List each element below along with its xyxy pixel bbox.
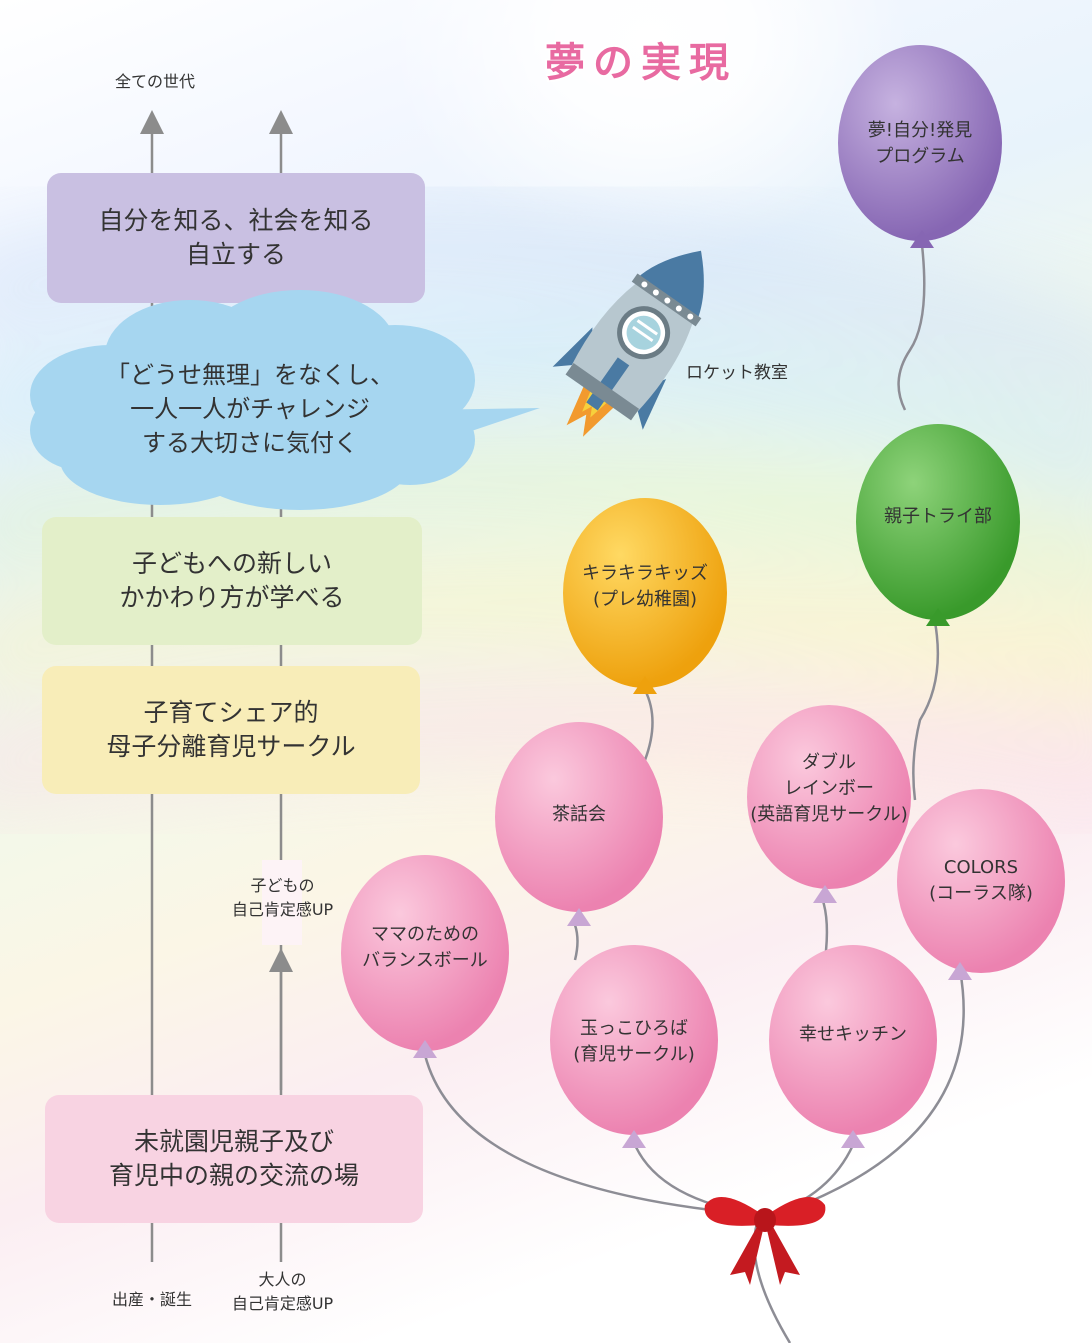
balloon-knot: [841, 1130, 865, 1148]
balloon-text: (コーラス隊): [929, 883, 1033, 904]
balloon-double-rainbow: [747, 705, 911, 889]
balloon-label-kirakira: キラキラキッズ (プレ幼稚園): [565, 561, 725, 613]
stage-line: 未就園児親子及び: [133, 1127, 334, 1156]
axis-bottom-left-label: 出産・誕生: [111, 1290, 192, 1309]
balloon-text: 夢!自分!発見: [867, 120, 973, 141]
page-title: 夢の実現: [545, 40, 737, 86]
axis-arrow-right-icon: [269, 110, 293, 134]
balloon-kitchen: [769, 945, 937, 1135]
balloon-text: バランスボール: [362, 950, 488, 971]
rocket-label: ロケット教室: [686, 363, 788, 383]
cloud-text: 「どうせ無理」をなくし、 一人一人がチャレンジ する大切さに気付く: [60, 358, 440, 460]
ribbon-bow-icon: [704, 1197, 826, 1285]
balloon-text: ママのための: [371, 924, 479, 945]
balloon-knot: [910, 230, 934, 248]
balloon-text: (育児サークル): [573, 1044, 695, 1065]
axis-bottom-right-label: 大人の 自己肯定感UP: [215, 1268, 350, 1316]
balloon-text: キラキラキッズ: [582, 563, 708, 584]
axis-mid-right-line1: 子どもの: [250, 876, 315, 895]
balloon-label-balance-ball: ママのための バランスボール: [345, 922, 505, 974]
balloon-oyako-try: [856, 424, 1020, 620]
stage-line: 子どもへの新しい: [131, 549, 332, 578]
balloon-colors: [897, 789, 1065, 973]
balloon-knot: [948, 962, 972, 980]
balloon-label-oyako-try: 親子トライ部: [884, 506, 992, 527]
stage-box-shared-childcare: 子育てシェア的 母子分離育児サークル: [42, 666, 420, 794]
cloud-line: 一人一人がチャレンジ: [130, 395, 370, 423]
balloon-knot: [567, 908, 591, 926]
stage-line: 母子分離育児サークル: [106, 732, 356, 761]
axis-bottom-right-line2: 自己肯定感UP: [231, 1294, 334, 1313]
axis-mid-right-line2: 自己肯定感UP: [231, 900, 334, 919]
balloon-label-tamakko: 玉っこひろば (育児サークル): [554, 1016, 714, 1068]
stage-box-independence: 自分を知る、社会を知る 自立する: [47, 173, 425, 303]
axis-top-label: 全ての世代: [114, 72, 195, 91]
balloon-sawakai: [495, 722, 663, 912]
stage-line: 自立する: [185, 240, 286, 269]
balloon-text: レインボー: [784, 778, 874, 799]
axis-arrow-left-icon: [140, 110, 164, 134]
stage-line: 育児中の親の交流の場: [108, 1161, 359, 1190]
balloon-knot: [413, 1040, 437, 1058]
balloon-label-colors: COLORS (コーラス隊): [901, 855, 1061, 907]
balloon-balance-ball: [341, 855, 509, 1051]
balloon-knot: [926, 608, 950, 626]
axis-bottom-right-line1: 大人の: [258, 1270, 307, 1289]
up-arrow-icon: [269, 948, 293, 972]
balloon-yume: [838, 45, 1002, 241]
stage-line: 子育てシェア的: [143, 698, 319, 727]
balloon-text: ダブル: [802, 752, 856, 773]
balloon-kirakira: [563, 498, 727, 688]
balloon-knot: [622, 1130, 646, 1148]
axis-gap: [262, 860, 302, 945]
balloon-text: COLORS: [943, 857, 1019, 878]
balloon-text: (英語育児サークル): [750, 804, 908, 825]
balloon-text: (プレ幼稚園): [592, 589, 698, 610]
balloon-label-double-rainbow: ダブル レインボー (英語育児サークル): [744, 750, 914, 828]
balloon-label-kitchen: 幸せキッチン: [799, 1024, 907, 1045]
cloud-line: する大切さに気付く: [142, 429, 358, 457]
axis-mid-right-label: 子どもの 自己肯定感UP: [215, 874, 350, 922]
balloon-tamakko: [550, 945, 718, 1135]
stage-line: かかわり方が学べる: [119, 583, 345, 612]
balloon-label-sawakai: 茶話会: [552, 804, 606, 825]
stage-box-new-engagement: 子どもへの新しい かかわり方が学べる: [42, 517, 422, 645]
rocket-icon: [552, 250, 704, 437]
balloon-label-yume: 夢!自分!発見 プログラム: [840, 118, 1000, 170]
balloon-knot: [813, 885, 837, 903]
balloon-text: 玉っこひろば: [580, 1018, 688, 1039]
stage-line: 自分を知る、社会を知る: [98, 206, 374, 235]
cloud-line: 「どうせ無理」をなくし、: [106, 361, 394, 389]
balloon-knot: [633, 676, 657, 694]
balloon-text: プログラム: [875, 146, 965, 167]
stage-box-exchange-place: 未就園児親子及び 育児中の親の交流の場: [45, 1095, 423, 1223]
